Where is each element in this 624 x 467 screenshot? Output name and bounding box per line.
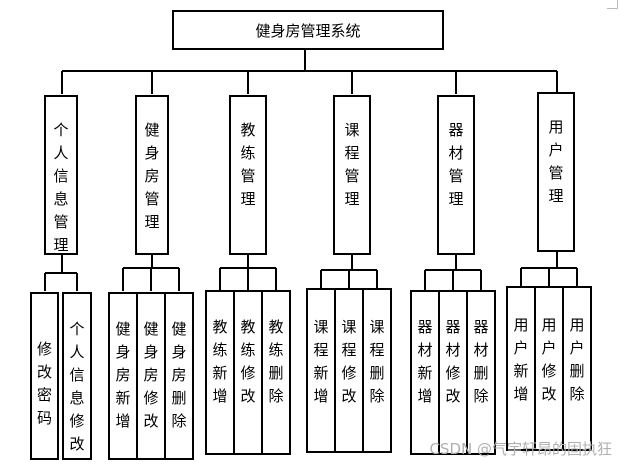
leaf-node: 器材新增 [410,290,440,455]
leaf-label: 课程删除 [369,318,385,405]
module-label: 个人信息管理 [53,121,69,254]
module-label: 器材管理 [448,121,464,208]
module-node-5: 用户管理 [537,92,575,252]
leaf-label: 课程修改 [341,318,357,405]
leaf-label: 器材新增 [417,318,433,405]
leaf-label: 课程新增 [313,318,329,405]
leaf-node: 教练删除 [261,290,291,455]
module-node-3: 课程管理 [333,95,371,255]
module-node-0: 个人信息管理 [44,95,78,255]
leaf-label: 健身房修改 [143,320,159,430]
module-label: 教练管理 [240,121,256,208]
watermark-text: CSDN @气宇轩昂的固执狂 [429,440,612,458]
module-node-1: 健身房管理 [135,95,169,255]
leaf-label: 个人信息修改 [69,320,85,453]
leaf-label: 健身房新增 [115,320,131,430]
leaf-node: 课程删除 [362,288,392,453]
leaf-node: 健身房删除 [164,292,194,460]
leaf-label: 教练新增 [212,318,228,405]
module-label: 健身房管理 [144,121,160,231]
leaf-label: 器材删除 [473,318,489,405]
leaf-label: 用户删除 [569,316,585,403]
leaf-label: 器材修改 [445,318,461,405]
module-label: 用户管理 [548,118,564,205]
corner-mark [607,0,618,9]
leaf-node: 用户新增 [506,286,536,451]
leaf-node: 用户删除 [562,286,592,451]
module-label: 课程管理 [344,121,360,208]
leaf-node: 教练修改 [233,290,263,455]
leaf-node: 个人信息修改 [62,292,92,460]
leaf-node: 器材修改 [438,290,468,455]
leaf-node: 课程新增 [306,288,336,453]
leaf-label: 修改密码 [36,340,52,427]
leaf-label: 用户修改 [541,316,557,403]
module-node-2: 教练管理 [229,95,267,255]
root-node: 健身房管理系统 [172,10,444,50]
leaf-node: 课程修改 [334,288,364,453]
leaf-label: 教练删除 [268,318,284,405]
leaf-node: 健身房新增 [108,292,138,460]
root-label: 健身房管理系统 [255,21,361,40]
leaf-node: 用户修改 [534,286,564,451]
leaf-label: 教练修改 [240,318,256,405]
leaf-node: 器材删除 [466,290,496,455]
module-node-4: 器材管理 [437,95,475,255]
leaf-node: 教练新增 [205,290,235,455]
leaf-node: 修改密码 [30,292,59,460]
leaf-node: 健身房修改 [136,292,166,460]
leaf-label: 用户新增 [513,316,529,403]
leaf-label: 健身房删除 [171,320,187,430]
